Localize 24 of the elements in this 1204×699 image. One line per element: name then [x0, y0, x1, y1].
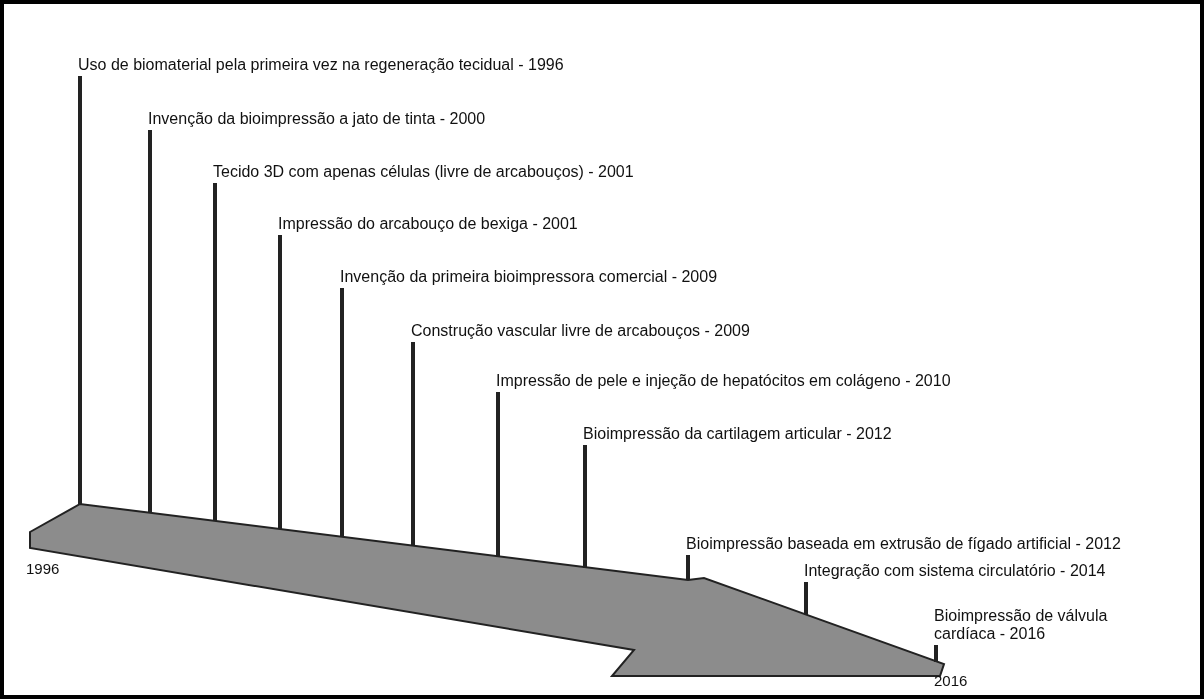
year-label: 1996: [26, 560, 60, 577]
leader-line: [934, 645, 938, 662]
leader-line: [340, 288, 344, 537]
event-label: Uso de biomaterial pela primeira vez na regeneração tecidual - 1996: [78, 56, 564, 74]
event-label: Tecido 3D com apenas células (livre de arcabouços) - 2001: [213, 163, 634, 181]
event-label: Impressão do arcabouço de bexiga - 2001: [278, 215, 578, 233]
event-label: Invenção da bioimpressão a jato de tinta - 2000: [148, 110, 486, 128]
leader-line: [804, 582, 808, 615]
event-label: Bioimpressão da cartilagem articular - 2012: [583, 425, 892, 443]
leader-line: [278, 235, 282, 529]
event-label: Bioimpressão baseada em extrusão de fígado artificial - 2012: [686, 535, 1156, 553]
event-label: Impressão de pele e injeção de hepatócitos em colágeno - 2010: [496, 372, 951, 390]
leader-line: [411, 342, 415, 546]
leader-line: [78, 76, 82, 504]
leader-line: [213, 183, 217, 521]
leader-line: [686, 555, 690, 580]
event-label: Bioimpressão de válvula cardíaca - 2016: [934, 607, 1114, 643]
leader-line: [583, 445, 587, 568]
event-label: Invenção da primeira bioimpressora comercial - 2009: [340, 268, 718, 286]
event-label: Integração com sistema circulatório - 2014: [804, 562, 1106, 580]
year-label: 2016: [934, 672, 968, 689]
leader-line: [496, 392, 500, 557]
event-label: Construção vascular livre de arcabouços - 2009: [411, 322, 750, 340]
leader-line: [148, 130, 152, 513]
